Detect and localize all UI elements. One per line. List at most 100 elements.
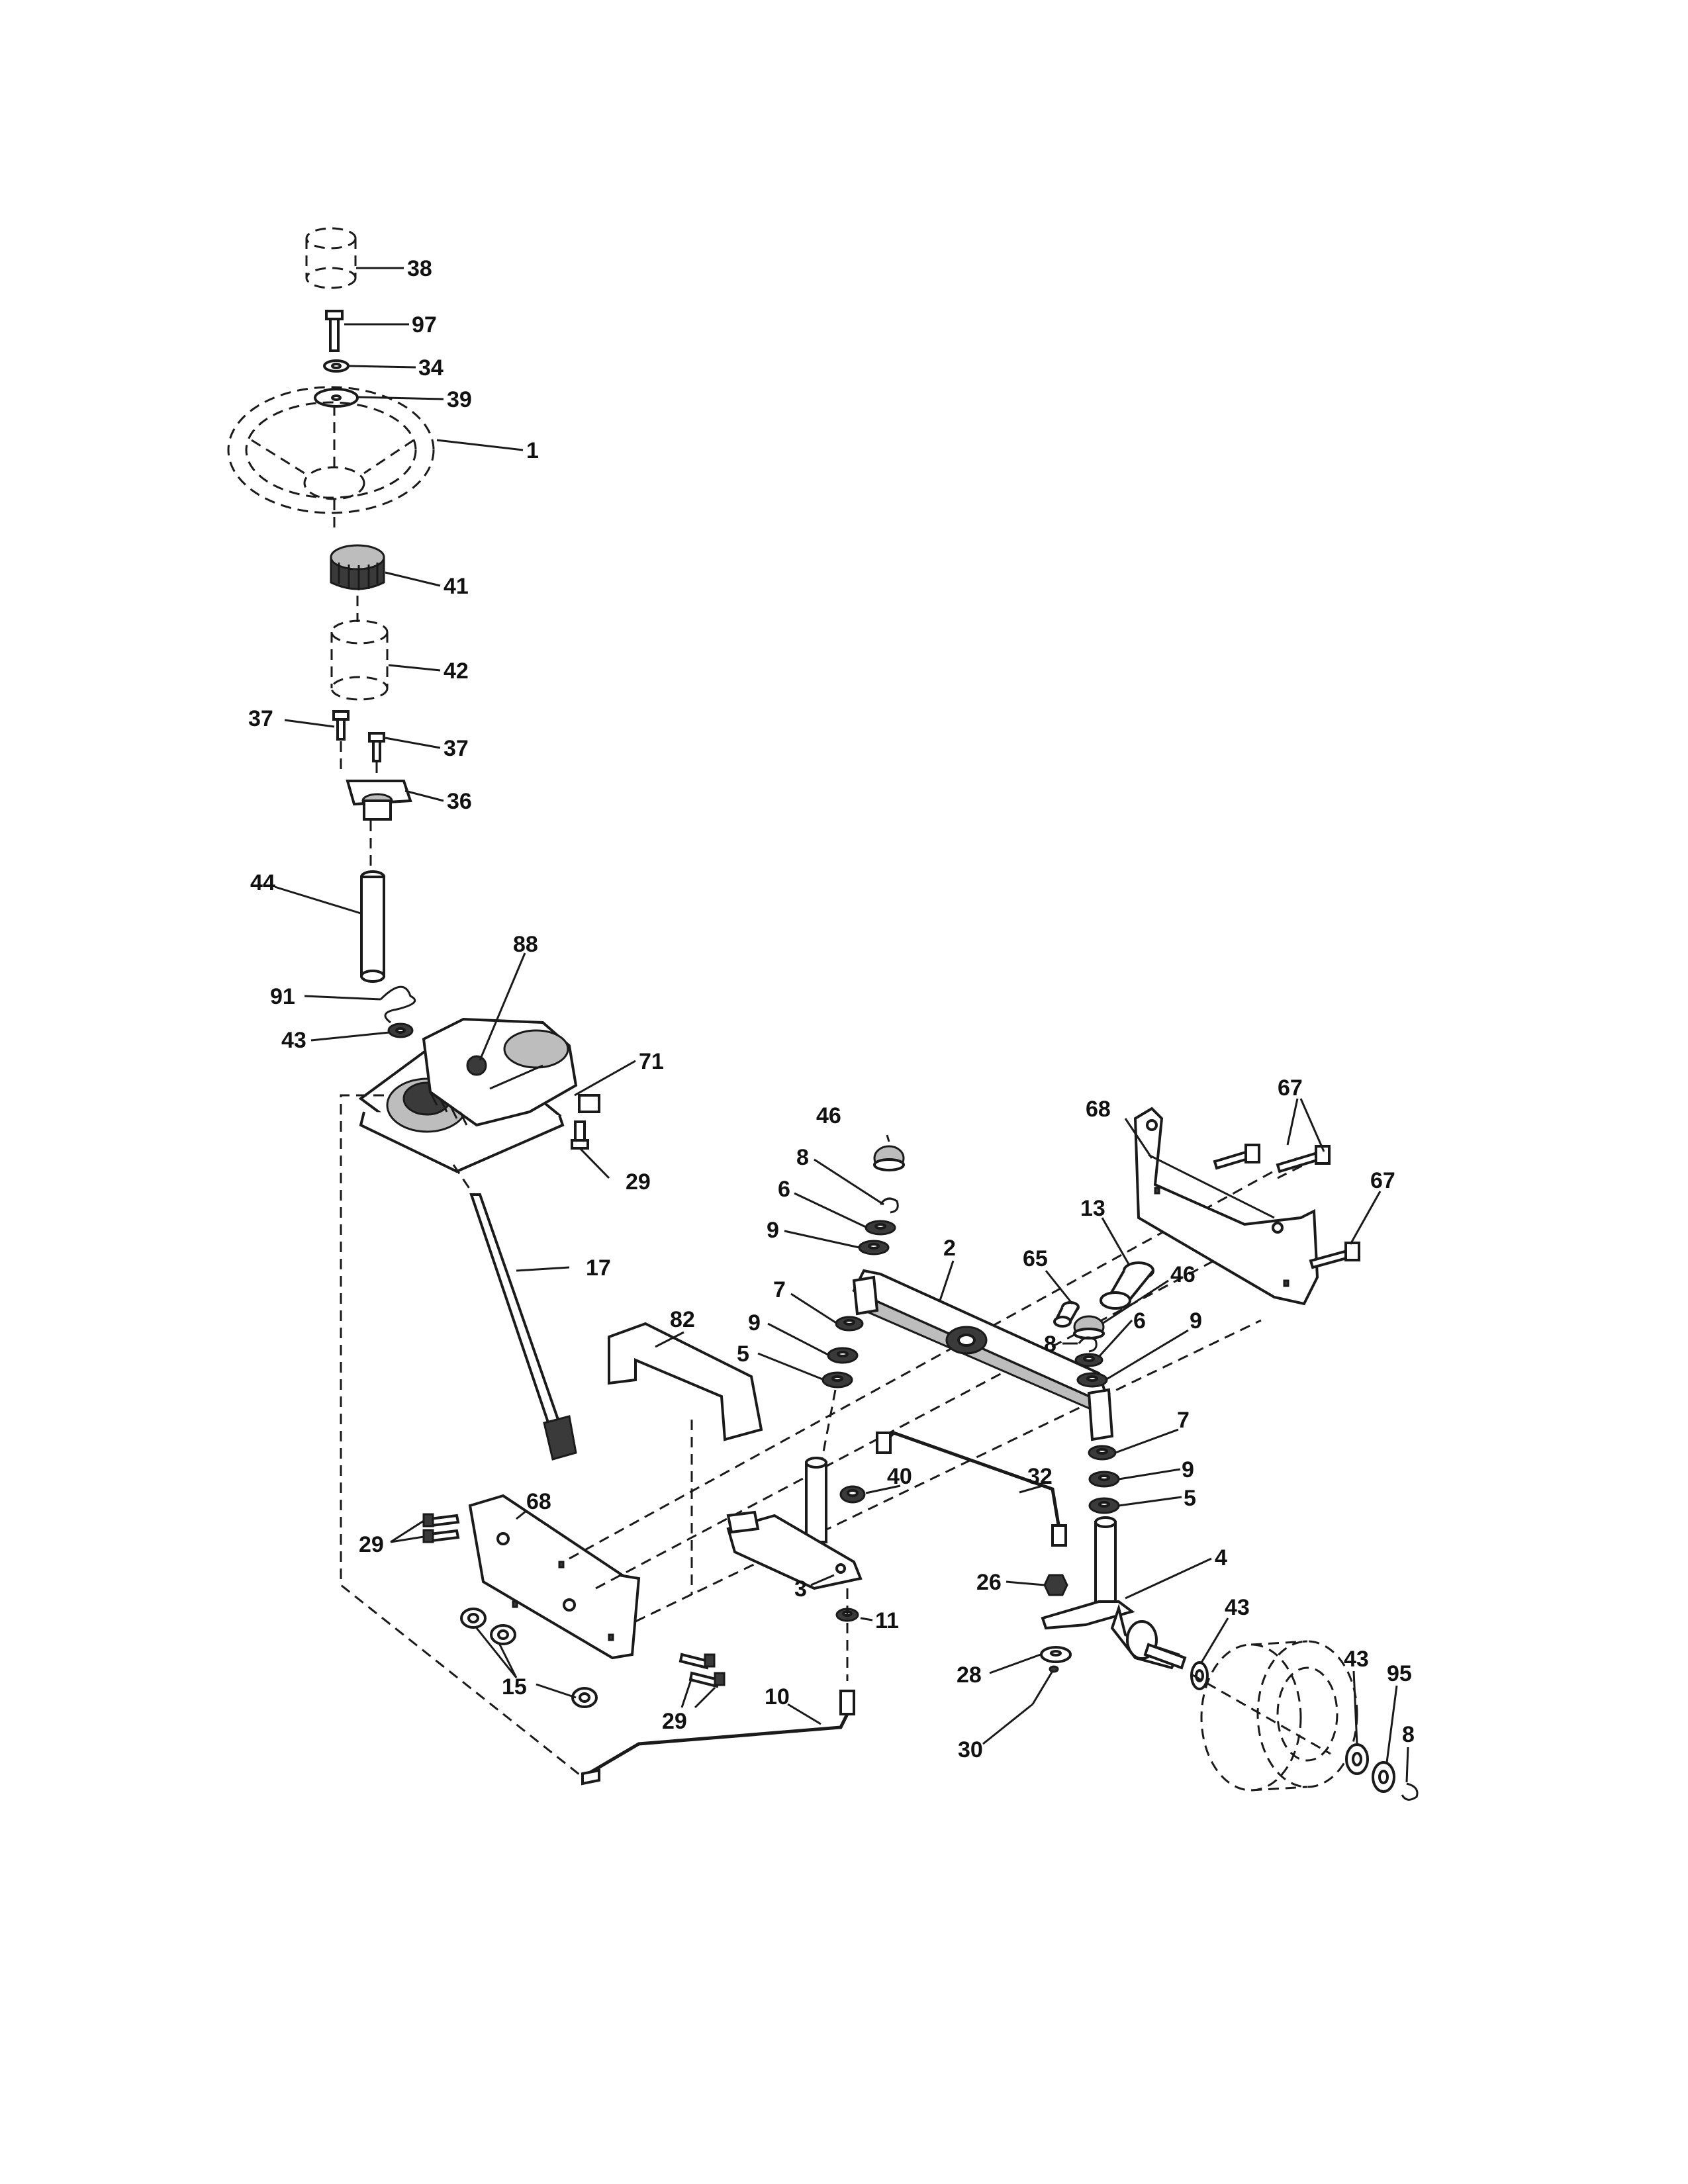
callout-label: 5 xyxy=(1184,1486,1196,1511)
callout-labels: 38 97 34 39 1 41 42 37 37 36 44 88 91 43… xyxy=(248,256,1415,1762)
callout-label: 17 xyxy=(586,1255,611,1281)
steering-washer xyxy=(314,388,359,408)
callout-label: 28 xyxy=(957,1662,982,1688)
callout-label: 8 xyxy=(796,1145,809,1170)
callout-label: 43 xyxy=(1344,1647,1369,1672)
callout-label: 29 xyxy=(626,1169,651,1195)
flange-nut xyxy=(460,1608,598,1708)
pivot-pin xyxy=(1053,1301,1080,1328)
steering-plate-left xyxy=(468,1494,641,1660)
pinion-shaft xyxy=(469,1193,577,1461)
callout-label: 42 xyxy=(444,659,469,684)
callout-label: 4 xyxy=(1215,1545,1227,1570)
callout-label: 30 xyxy=(958,1737,983,1762)
spindle-washer-stack-right xyxy=(1088,1445,1120,1514)
callout-label: 7 xyxy=(1177,1408,1190,1433)
callout-label: 15 xyxy=(502,1674,527,1700)
tie-rod xyxy=(876,1431,1067,1547)
callout-label: 39 xyxy=(447,387,472,412)
callout-label: 9 xyxy=(1182,1457,1194,1482)
axle-cap xyxy=(873,1145,905,1171)
assembly-boundary xyxy=(340,1094,583,1778)
steering-adapter xyxy=(330,544,385,590)
plate-bolt-upper xyxy=(422,1513,460,1527)
callout-label: 29 xyxy=(359,1532,384,1557)
callout-label: 67 xyxy=(1278,1075,1303,1101)
callout-label: 40 xyxy=(887,1464,912,1489)
front-wheel xyxy=(1191,1640,1358,1792)
steering-gear-assembly xyxy=(358,1017,600,1173)
callout-label: 43 xyxy=(1225,1595,1250,1620)
flange-bushing xyxy=(346,780,412,821)
callout-label: 8 xyxy=(1044,1332,1056,1357)
callout-label: 29 xyxy=(662,1709,687,1734)
callout-label: 97 xyxy=(412,312,437,338)
callout-label: 38 xyxy=(407,256,432,281)
callout-label: 88 xyxy=(513,932,538,957)
steering-bolt xyxy=(325,310,344,352)
steering-wheel xyxy=(227,386,435,529)
callout-label: 82 xyxy=(670,1307,695,1332)
callout-label: 5 xyxy=(737,1342,749,1367)
callout-label: 9 xyxy=(1190,1308,1202,1334)
support-bracket xyxy=(608,1322,763,1595)
callout-label: 65 xyxy=(1023,1246,1048,1271)
wheel-e-clip xyxy=(1401,1782,1419,1801)
callout-label: 43 xyxy=(281,1028,306,1053)
callout-label: 68 xyxy=(1086,1097,1111,1122)
callout-label: 3 xyxy=(794,1576,807,1602)
callout-label: 7 xyxy=(773,1277,786,1302)
plate-bolt xyxy=(1213,1144,1260,1170)
plate-bolt xyxy=(1309,1242,1360,1269)
callout-label: 46 xyxy=(1170,1262,1196,1287)
callout-label: 6 xyxy=(1133,1308,1146,1334)
callout-label: 68 xyxy=(526,1489,551,1514)
plate-bolt xyxy=(1276,1145,1331,1173)
wheel-washer xyxy=(1372,1761,1395,1793)
spindle-left xyxy=(726,1457,863,1590)
spindle-washer-stack-left xyxy=(821,1316,864,1388)
callout-label: 11 xyxy=(875,1608,899,1633)
lock-washer xyxy=(323,359,350,373)
axle-cap xyxy=(1073,1315,1105,1340)
callout-label: 2 xyxy=(943,1236,956,1261)
callout-label: 36 xyxy=(447,789,472,814)
plate-bolt-lower xyxy=(422,1529,460,1543)
callout-label: 32 xyxy=(1027,1464,1053,1489)
drag-link xyxy=(581,1690,855,1786)
leader-lines xyxy=(274,267,1409,1783)
steering-cap xyxy=(305,227,357,289)
steering-boot xyxy=(330,619,389,701)
callout-label: 37 xyxy=(248,706,273,731)
plate-bolt-right xyxy=(679,1653,726,1688)
flat-washer xyxy=(1074,1353,1108,1388)
screw-right xyxy=(368,732,385,762)
wheel-washer-inner xyxy=(1190,1661,1209,1690)
e-clip xyxy=(879,1197,899,1214)
thrust-washer xyxy=(865,1220,896,1236)
centerline xyxy=(452,1164,473,1192)
callout-label: 1 xyxy=(526,438,539,463)
callout-label: 71 xyxy=(639,1049,664,1074)
callout-label: 9 xyxy=(767,1218,779,1243)
callout-label: 6 xyxy=(778,1177,790,1202)
front-axle xyxy=(852,1269,1114,1441)
callout-label: 46 xyxy=(816,1103,841,1128)
callout-label: 10 xyxy=(765,1684,790,1709)
gear-bolt xyxy=(571,1120,589,1150)
callout-label: 9 xyxy=(748,1310,761,1336)
steering-shaft xyxy=(360,870,385,983)
centerline xyxy=(569,1157,1318,1623)
pivot-bushing xyxy=(1100,1261,1154,1310)
hair-clip xyxy=(379,985,416,1024)
callout-label: 67 xyxy=(1370,1168,1395,1193)
spindle-washer-bottom xyxy=(1040,1646,1072,1663)
callout-label: 8 xyxy=(1402,1722,1415,1747)
callout-label: 37 xyxy=(444,736,469,761)
hex-nut xyxy=(839,1485,866,1504)
tie-rod-nut xyxy=(1043,1574,1068,1596)
e-clip xyxy=(1078,1336,1098,1353)
callout-label: 26 xyxy=(976,1570,1002,1595)
callout-label: 41 xyxy=(444,574,469,599)
